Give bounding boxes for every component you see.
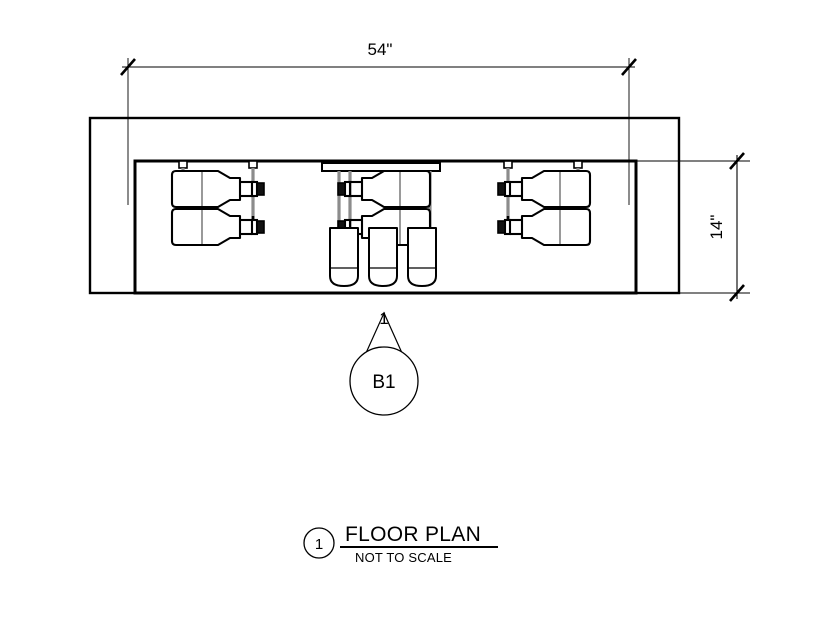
bubble-leader-number: 1 [379, 309, 388, 328]
title-block[interactable]: 1 FLOOR PLAN NOT TO SCALE [303, 523, 498, 565]
detail-bubble-b1[interactable]: 1 B1 [349, 309, 419, 416]
bubble-circle[interactable] [349, 346, 419, 416]
bubble-tag-label: B1 [372, 372, 395, 393]
title-number-label: 1 [315, 536, 323, 553]
inner-enclosure-outline [133, 159, 638, 295]
dimension-vertical-14: 14" [636, 151, 750, 303]
left-fixture-bank[interactable] [170, 159, 266, 247]
dimension-horizontal-54: 54" [119, 40, 638, 205]
fixture-right-lower[interactable] [496, 207, 592, 247]
fixture-left-lower[interactable] [170, 207, 266, 247]
fixture-right-upper[interactable] [496, 169, 592, 209]
title-subtitle-label: NOT TO SCALE [355, 550, 452, 565]
fixture-center-upper[interactable] [336, 169, 432, 209]
manifold-header-bar [321, 162, 441, 172]
tank-3[interactable] [407, 227, 437, 287]
center-fixture-bank[interactable] [321, 162, 441, 287]
right-fixture-bank[interactable] [496, 159, 592, 247]
bubble-leader-pointer [365, 311, 403, 354]
title-main-label: FLOOR PLAN [345, 523, 481, 546]
tank-2[interactable] [368, 227, 398, 287]
dimension-label-height: 14" [707, 215, 726, 240]
fixture-left-upper[interactable] [170, 169, 266, 209]
tank-1[interactable] [329, 227, 359, 287]
dimension-label-width: 54" [368, 40, 393, 59]
title-number-circle[interactable] [303, 527, 335, 559]
